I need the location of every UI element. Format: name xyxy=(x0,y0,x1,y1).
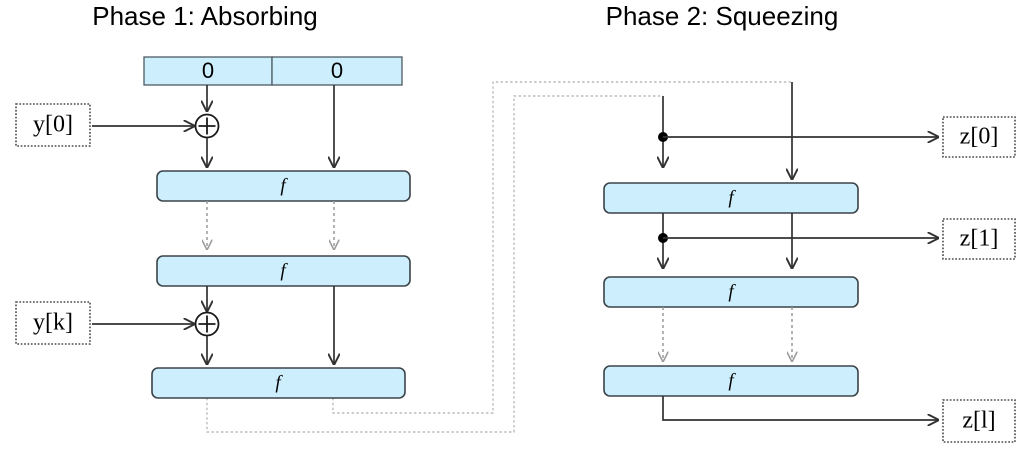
state-cell-left-label: 0 xyxy=(202,58,214,83)
xor-operator-2 xyxy=(194,311,220,337)
state-cell-right-label: 0 xyxy=(331,58,343,83)
feedback-wire-capacity-lane xyxy=(332,81,792,414)
phase2-title: Phase 2: Squeezing xyxy=(606,1,839,31)
f-block-p1-3-label: f xyxy=(275,372,283,393)
f-block-p2-1-rect xyxy=(603,182,859,214)
f-block-p1-2-label: f xyxy=(280,260,288,281)
state-cell-left xyxy=(143,56,273,86)
f-block-p1-2: f xyxy=(156,255,411,287)
input-yk-label: y[k] xyxy=(33,310,73,336)
f-block-p1-2-rect xyxy=(156,255,411,287)
output-z0[interactable]: z[0] xyxy=(942,116,1016,158)
f-block-p1-1-rect xyxy=(156,170,411,202)
input-y0-label: y[0] xyxy=(33,112,73,138)
f-block-p2-2-rect xyxy=(603,276,859,308)
f-block-p2-2: f xyxy=(603,276,859,308)
f-block-p1-3-rect xyxy=(151,367,406,399)
feedback-wire-rate-lane xyxy=(206,95,663,433)
input-yk-box[interactable] xyxy=(15,301,91,345)
output-zl[interactable]: z[l] xyxy=(942,399,1016,443)
output-z1-label: z[1] xyxy=(960,226,999,252)
output-z0-box[interactable] xyxy=(942,116,1016,158)
output-z1-box[interactable] xyxy=(942,218,1016,260)
f-block-p2-2-label: f xyxy=(728,281,736,302)
output-zl-box[interactable] xyxy=(942,399,1016,443)
output-zl-label: z[l] xyxy=(962,408,995,434)
wire-p2f3-to-zl xyxy=(662,396,938,420)
input-y0[interactable]: y[0] xyxy=(15,103,91,147)
f-block-p2-3-label: f xyxy=(728,370,736,391)
f-block-p2-1: f xyxy=(603,182,859,214)
f-block-p2-3: f xyxy=(603,365,859,397)
f-block-p1-1: f xyxy=(156,170,411,202)
output-z1[interactable]: z[1] xyxy=(942,218,1016,260)
input-y0-box[interactable] xyxy=(15,103,91,147)
phase1-title: Phase 1: Absorbing xyxy=(92,1,318,31)
f-block-p1-3: f xyxy=(151,367,406,399)
state-cell-right xyxy=(271,56,403,86)
f-block-p2-3-rect xyxy=(603,365,859,397)
input-yk[interactable]: y[k] xyxy=(15,301,91,345)
xor-operator-1 xyxy=(194,113,220,139)
f-block-p2-1-label: f xyxy=(728,187,736,208)
output-z0-label: z[0] xyxy=(960,124,999,150)
state-register: 0 0 xyxy=(143,56,403,86)
f-block-p1-1-label: f xyxy=(280,175,288,196)
